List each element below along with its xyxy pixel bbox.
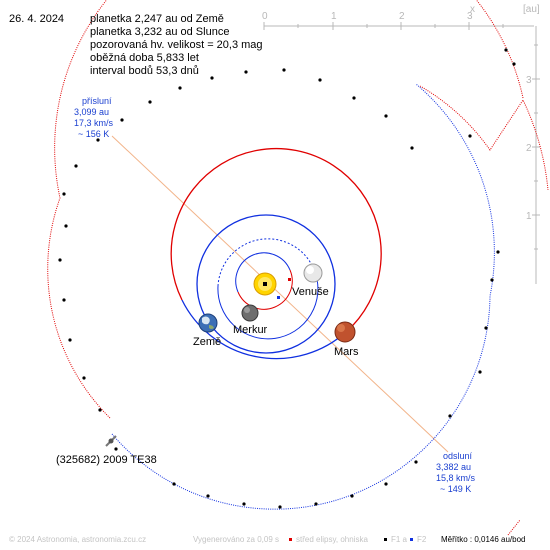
- info-interval: interval bodů 53,3 dnů: [90, 65, 199, 77]
- asteroid-position-dots: [58, 48, 516, 509]
- info-magnitude: pozorovaná hv. velikost = 20,3 mag: [90, 39, 263, 51]
- mars-orbit: [170, 147, 382, 333]
- asteroid-orbit-north-right: [419, 85, 549, 191]
- earth-label: Země: [193, 336, 221, 348]
- x-tick-3: 3: [467, 11, 473, 22]
- asteroid-label: (325682) 2009 TE38: [56, 454, 157, 466]
- y-tick-3: 3: [526, 75, 532, 86]
- axis-unit: [au]: [523, 4, 540, 15]
- mercury-orbit-north: [235, 252, 291, 293]
- info-period: oběžná doba 5,833 let: [90, 52, 199, 64]
- venus-orbit-south: [217, 271, 319, 340]
- legend-f2-label: F2: [417, 535, 427, 544]
- legend-f2-marker: [410, 538, 413, 541]
- venus-label: Venuše: [292, 286, 329, 298]
- perihelion-speed: 17,3 km/s: [74, 118, 114, 128]
- ellipse-center-marker: [288, 278, 291, 281]
- generated-time: Vygenerováno za 0,09 s: [193, 535, 279, 544]
- x-tick-0: 0: [262, 11, 268, 22]
- venus-icon: [303, 263, 323, 283]
- venus-orbit: [217, 238, 316, 287]
- mercury-icon: [241, 304, 259, 322]
- scale-text: Měřítko : 0,0146 au/bod: [441, 535, 526, 544]
- legend-center-label: střed elipsy, ohniska: [296, 535, 368, 544]
- x-axis-label: x: [470, 4, 475, 15]
- asteroid-icon: [105, 435, 117, 447]
- x-tick-1: 1: [331, 11, 337, 22]
- y-tick-2: 2: [526, 143, 532, 154]
- mars-label: Mars: [334, 346, 359, 358]
- mercury-label: Merkur: [233, 324, 268, 336]
- legend-f1-label: F1 a: [391, 535, 408, 544]
- sun-icon: [253, 272, 277, 296]
- footer: © 2024 Astronomia, astronomia.zcu.cz Vyg…: [9, 535, 526, 544]
- apsis-line: [111, 135, 449, 453]
- legend-f1-marker: [384, 538, 387, 541]
- info-panel: planetka 2,247 au od Země planetka 3,232…: [90, 13, 263, 77]
- x-axis: [263, 22, 534, 30]
- y-axis: [532, 26, 540, 284]
- copyright-text: © 2024 Astronomia, astronomia.zcu.cz: [9, 535, 146, 544]
- info-earth-distance: planetka 2,247 au od Země: [90, 13, 224, 25]
- info-sun-distance: planetka 3,232 au od Slunce: [90, 26, 229, 38]
- mars-orbit-south: [181, 299, 347, 360]
- focus-f2-marker: [277, 296, 280, 299]
- aphelion-distance: 3,382 au: [436, 462, 471, 472]
- aphelion-temperature: ~ 149 K: [440, 484, 471, 494]
- x-tick-2: 2: [399, 11, 405, 22]
- mercury-orbit-south: [237, 269, 293, 310]
- aphelion-title: odsluní: [443, 451, 473, 461]
- perihelion-distance: 3,099 au: [74, 107, 109, 117]
- earth-orbit: [196, 214, 336, 354]
- date-display: 26. 4. 2024: [9, 13, 64, 25]
- aphelion-speed: 15,8 km/s: [436, 473, 476, 483]
- y-tick-1: 1: [526, 211, 532, 222]
- asteroid-orbit-south: [111, 83, 495, 510]
- perihelion-temperature: ~ 156 K: [78, 129, 109, 139]
- aphelion-label: odsluní 3,382 au 15,8 km/s ~ 149 K: [436, 451, 476, 494]
- earth-icon: [198, 313, 218, 333]
- asteroid-orbit-tail: [507, 519, 521, 536]
- legend-center-marker: [289, 538, 292, 541]
- perihelion-title: přísluní: [82, 96, 112, 106]
- perihelion-label: přísluní 3,099 au 17,3 km/s ~ 156 K: [74, 96, 114, 139]
- mars-icon: [334, 321, 356, 343]
